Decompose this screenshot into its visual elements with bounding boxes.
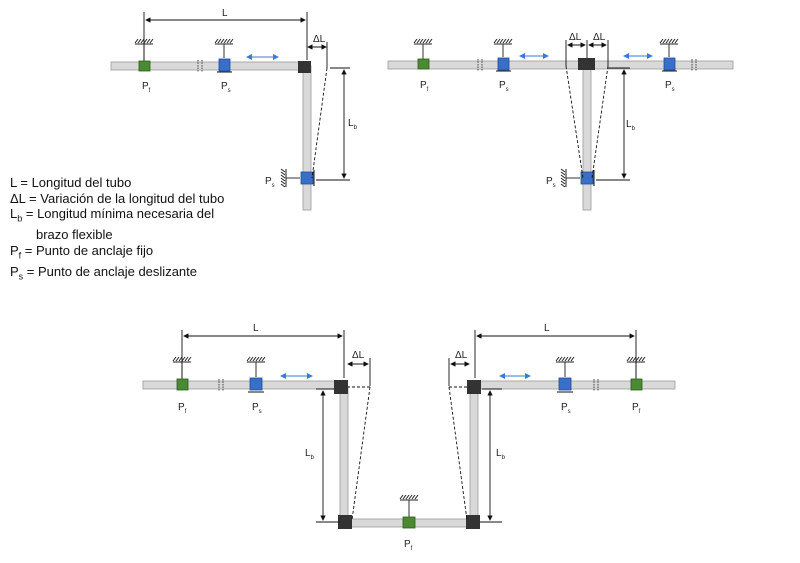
fixed-anchor-label: Pf	[420, 80, 429, 93]
fixed-anchor	[413, 38, 433, 70]
deflection-line	[591, 65, 609, 179]
fixed-anchor-label: Pf	[142, 81, 151, 94]
sliding-anchor	[659, 38, 679, 72]
sliding-anchor	[246, 356, 266, 393]
dim-dL-label: ΔL	[593, 32, 606, 43]
pipe-horizontal-right	[471, 380, 676, 390]
sliding-anchor-vertical	[560, 168, 595, 188]
sliding-anchor	[555, 356, 575, 393]
legend-item-L: L = Longitud del tubo	[10, 175, 132, 190]
diagram-l-shape: Pf Ps Ps L ΔL Lb	[110, 8, 358, 211]
sliding-anchor	[214, 38, 234, 73]
diagram-u-shape: Pf Ps Pf Ps Pf	[142, 323, 676, 552]
dim-dL-label: ΔL	[313, 34, 326, 45]
fixed-anchor-label: Pf	[632, 402, 641, 415]
elbow	[298, 61, 311, 73]
elbow	[466, 515, 480, 529]
pipe-vertical-right	[469, 385, 479, 527]
elbow	[467, 380, 481, 394]
legend-item-Lb: Lb = Longitud mínima necesaria del	[10, 206, 215, 224]
elbow	[338, 515, 352, 529]
dim-Lb-label: Lb	[626, 119, 636, 132]
sliding-anchor-label: Ps	[546, 176, 556, 189]
pipe-vertical	[302, 65, 312, 211]
tee	[578, 58, 595, 70]
legend-item-Pf: Pf = Punto de anclaje fijo	[10, 242, 154, 261]
dim-Lb-label: Lb	[305, 448, 315, 461]
sliding-anchor	[493, 38, 513, 72]
dim-L-label: L	[544, 323, 550, 334]
legend-item-dL: ΔL = Variación de la longitud del tubo	[10, 190, 225, 206]
dim-L-label: L	[222, 8, 228, 19]
dim-dL-label: ΔL	[455, 350, 468, 361]
pipe-horizontal	[387, 60, 734, 70]
sliding-anchor-label: Ps	[561, 402, 571, 415]
dim-Lb-label: Lb	[348, 118, 358, 131]
pipe-vertical	[582, 65, 592, 211]
fixed-anchor-label: Pf	[178, 402, 187, 415]
legend-item-Ps: Ps = Punto de anclaje deslizante	[10, 264, 197, 282]
deflection-line	[348, 386, 371, 521]
dim-Lb-label: Lb	[496, 448, 506, 461]
sliding-anchor-label: Ps	[265, 176, 275, 189]
deflection-line	[311, 67, 328, 179]
pipe-vertical-left	[339, 385, 349, 527]
sliding-anchor-vertical	[280, 168, 315, 188]
pipe-horizontal-left	[142, 380, 348, 390]
sliding-anchor-label: Ps	[665, 80, 675, 93]
diagram-t-shape: Pf Ps Ps Ps ΔL ΔL	[387, 32, 734, 211]
fixed-anchor	[399, 494, 419, 529]
legend: L = Longitud del tubo ΔL = Variación de …	[10, 175, 224, 285]
deflection-line	[448, 386, 470, 521]
sliding-anchor-label: Ps	[499, 80, 509, 93]
fixed-anchor-label: Pf	[404, 539, 413, 552]
legend-item-Lb-cont: brazo flexible	[36, 227, 113, 243]
sliding-anchor-label: Ps	[252, 402, 262, 415]
elbow	[334, 380, 348, 394]
dim-dL-label: ΔL	[352, 350, 365, 361]
dim-L-label: L	[253, 323, 259, 334]
sliding-anchor-label: Ps	[221, 81, 231, 94]
deflection-line	[565, 65, 584, 179]
dim-dL-label: ΔL	[569, 32, 582, 43]
